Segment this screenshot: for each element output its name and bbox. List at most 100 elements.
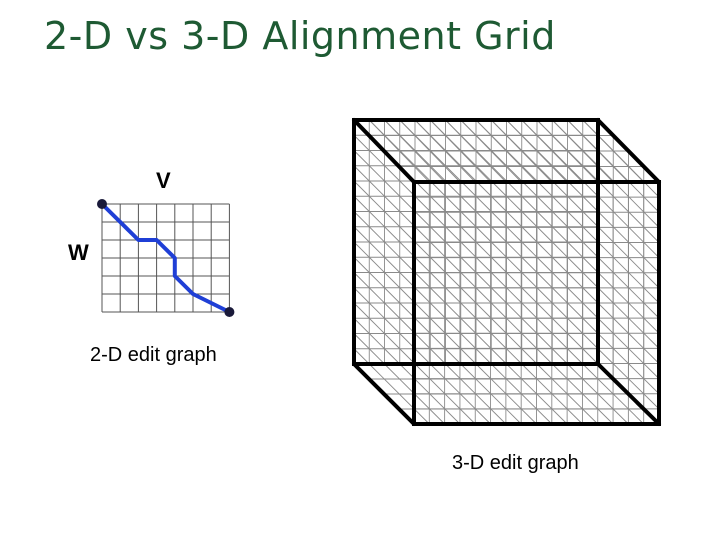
back-face-diagonal bbox=[536, 226, 553, 243]
back-face-diagonal bbox=[429, 333, 446, 350]
back-face-diagonal bbox=[368, 287, 385, 304]
back-face-diagonal bbox=[353, 241, 370, 258]
back-face-diagonal bbox=[582, 195, 599, 212]
back-face-diagonal bbox=[414, 195, 431, 212]
back-face-diagonal bbox=[521, 195, 538, 212]
back-face-diagonal bbox=[521, 333, 538, 350]
back-face-diagonal bbox=[475, 241, 492, 258]
back-face-diagonal bbox=[506, 256, 523, 273]
back-face-diagonal bbox=[460, 317, 477, 334]
back-face-diagonal bbox=[582, 165, 599, 182]
back-face-diagonal bbox=[353, 256, 370, 273]
back-face-diagonal bbox=[475, 287, 492, 304]
back-face-diagonal bbox=[490, 195, 507, 212]
cube-edge bbox=[596, 118, 661, 184]
back-face-diagonal bbox=[490, 287, 507, 304]
back-face-diagonal bbox=[353, 348, 370, 365]
back-face-diagonal bbox=[353, 180, 370, 197]
back-face-diagonal bbox=[475, 272, 492, 289]
back-face-diagonal bbox=[567, 348, 584, 365]
back-face-diagonal bbox=[490, 348, 507, 365]
back-face-diagonal bbox=[506, 272, 523, 289]
back-face-diagonal bbox=[521, 226, 538, 243]
back-face-diagonal bbox=[551, 348, 568, 365]
back-face-diagonal bbox=[429, 165, 446, 182]
back-face-diagonal bbox=[460, 211, 477, 228]
caption-2d-edit-graph: 2-D edit graph bbox=[90, 344, 217, 366]
back-face-diagonal bbox=[445, 348, 462, 365]
back-face-diagonal bbox=[429, 287, 446, 304]
back-face-diagonal bbox=[384, 272, 401, 289]
back-face-diagonal bbox=[384, 256, 401, 273]
back-face-diagonal bbox=[567, 287, 584, 304]
back-face-diagonal bbox=[475, 211, 492, 228]
back-face-diagonal bbox=[567, 226, 584, 243]
back-face-diagonal bbox=[521, 256, 538, 273]
back-face-diagonal bbox=[475, 256, 492, 273]
sequence-v-label: V bbox=[156, 168, 171, 193]
back-face-diagonal bbox=[368, 226, 385, 243]
back-face-diagonal bbox=[384, 165, 401, 182]
back-face-diagonal bbox=[353, 287, 370, 304]
back-face-diagonal bbox=[475, 165, 492, 182]
back-face-diagonal bbox=[582, 211, 599, 228]
front-face-border bbox=[412, 180, 661, 426]
back-face-diagonal bbox=[368, 302, 385, 319]
back-face-diagonal bbox=[567, 333, 584, 350]
back-face-diagonal bbox=[521, 287, 538, 304]
back-face-diagonal bbox=[551, 333, 568, 350]
back-face-diagonal bbox=[353, 333, 370, 350]
back-face-diagonal bbox=[475, 348, 492, 365]
cube-edge bbox=[352, 118, 416, 184]
back-face-diagonal bbox=[521, 150, 538, 167]
back-face-diagonal bbox=[460, 287, 477, 304]
back-face-diagonal bbox=[506, 150, 523, 167]
back-face-diagonal bbox=[445, 241, 462, 258]
back-face-diagonal bbox=[582, 333, 599, 350]
back-face-diagonal bbox=[582, 287, 599, 304]
back-face-diagonal bbox=[368, 180, 385, 197]
back-face-diagonal bbox=[521, 302, 538, 319]
back-face-diagonal bbox=[414, 333, 431, 350]
back-face-diagonal bbox=[551, 211, 568, 228]
back-face-diagonal bbox=[490, 226, 507, 243]
back-face-diagonal bbox=[445, 165, 462, 182]
back-face-diagonal bbox=[445, 333, 462, 350]
back-face-diagonal bbox=[582, 241, 599, 258]
back-face-diagonal bbox=[460, 241, 477, 258]
back-face-diagonal bbox=[384, 287, 401, 304]
back-face-diagonal bbox=[506, 226, 523, 243]
back-face-diagonal bbox=[551, 165, 568, 182]
back-face-diagonal bbox=[368, 256, 385, 273]
back-face-diagonal bbox=[490, 333, 507, 350]
back-face-diagonal bbox=[429, 226, 446, 243]
back-face-diagonal bbox=[521, 211, 538, 228]
back-face-diagonal bbox=[414, 287, 431, 304]
back-face-diagonal bbox=[567, 317, 584, 334]
back-face-diagonal bbox=[536, 211, 553, 228]
back-face-diagonal bbox=[353, 211, 370, 228]
back-face-diagonal bbox=[445, 302, 462, 319]
back-face-diagonal bbox=[384, 195, 401, 212]
back-face-diagonal bbox=[445, 317, 462, 334]
back-face-diagonal bbox=[521, 272, 538, 289]
back-face-diagonal bbox=[429, 317, 446, 334]
back-face-diagonal bbox=[414, 211, 431, 228]
back-face-diagonal bbox=[368, 165, 385, 182]
back-face-diagonal bbox=[368, 241, 385, 258]
back-face-diagonal bbox=[506, 195, 523, 212]
back-face-diagonal bbox=[384, 180, 401, 197]
back-face-diagonal bbox=[536, 256, 553, 273]
back-face-diagonal bbox=[429, 241, 446, 258]
back-face-diagonal bbox=[475, 333, 492, 350]
back-face-diagonal bbox=[429, 211, 446, 228]
back-face-diagonal bbox=[414, 317, 431, 334]
back-face-diagonal bbox=[490, 317, 507, 334]
back-face-diagonal bbox=[414, 150, 431, 167]
back-face-diagonal bbox=[536, 150, 553, 167]
back-face-border bbox=[352, 118, 600, 366]
back-face-diagonal bbox=[460, 195, 477, 212]
grid-2d bbox=[97, 199, 235, 317]
back-face-diagonal bbox=[490, 150, 507, 167]
